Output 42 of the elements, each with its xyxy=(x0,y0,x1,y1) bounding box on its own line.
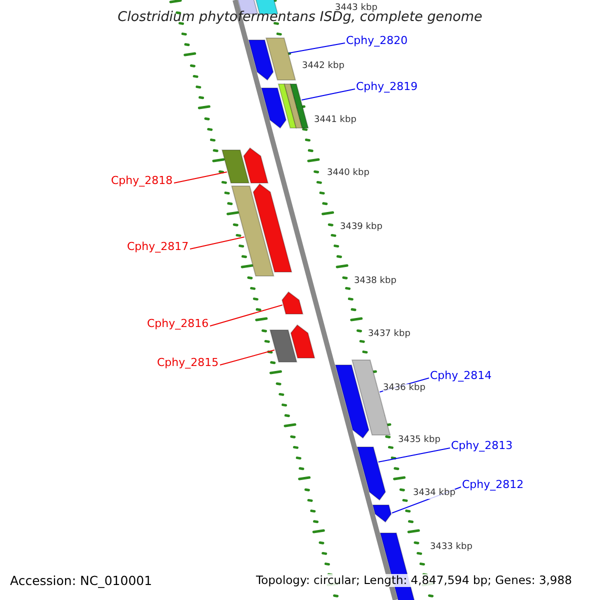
gene-block xyxy=(252,183,292,272)
scale-label: 3442 kbp xyxy=(302,62,344,72)
gene-label: Cphy_2816 xyxy=(147,318,209,330)
scale-label: 3437 kbp xyxy=(368,330,410,340)
scale-label: 3440 kbp xyxy=(327,169,370,179)
leader-line xyxy=(190,236,245,250)
gene-label: Cphy_2815 xyxy=(157,357,219,370)
gene-label: Cphy_2812 xyxy=(462,479,524,492)
scale-label: 3435 kbp xyxy=(398,436,440,446)
gene-label: Cphy_2820 xyxy=(346,35,408,48)
gene-block xyxy=(356,446,386,501)
scale-label: 3441 kbp xyxy=(314,116,356,126)
scale-label: 3434 kbp xyxy=(413,489,456,499)
gene-block xyxy=(260,88,287,129)
gene-bar xyxy=(278,84,309,128)
gene-label: Cphy_2818 xyxy=(111,175,173,188)
gene-bar xyxy=(269,330,298,362)
gene-bar xyxy=(231,186,274,276)
gene-label: Cphy_2819 xyxy=(356,81,418,94)
scale-label: 3436 kbp xyxy=(383,384,426,394)
gene-block xyxy=(372,504,392,523)
leader-line xyxy=(174,172,228,184)
gene-label: Cphy_2814 xyxy=(430,370,492,382)
genome-info-text: Topology: circular; Length: 4,847,594 bp; Genes: 3,988 xyxy=(256,574,572,587)
gene-block xyxy=(243,147,269,184)
leader-line xyxy=(378,448,450,462)
leader-line xyxy=(288,42,346,54)
gene-label: Cphy_2813 xyxy=(451,440,513,452)
scale-label: 3438 kbp xyxy=(354,277,396,287)
gene-block xyxy=(290,324,316,358)
gene-block xyxy=(248,40,274,81)
gene-bar xyxy=(221,150,250,184)
gene-block xyxy=(282,291,304,314)
gene-label: Cphy_2817 xyxy=(127,241,189,254)
gene-block xyxy=(334,364,370,439)
scale-label: 3439 kbp xyxy=(340,223,382,233)
leader-line xyxy=(301,88,356,100)
gene-bar xyxy=(265,38,296,80)
accession-text: Accession: NC_010001 xyxy=(10,574,152,588)
leader-line xyxy=(210,304,283,326)
scale-label: 3433 kbp xyxy=(430,543,472,553)
leader-line xyxy=(220,350,275,366)
